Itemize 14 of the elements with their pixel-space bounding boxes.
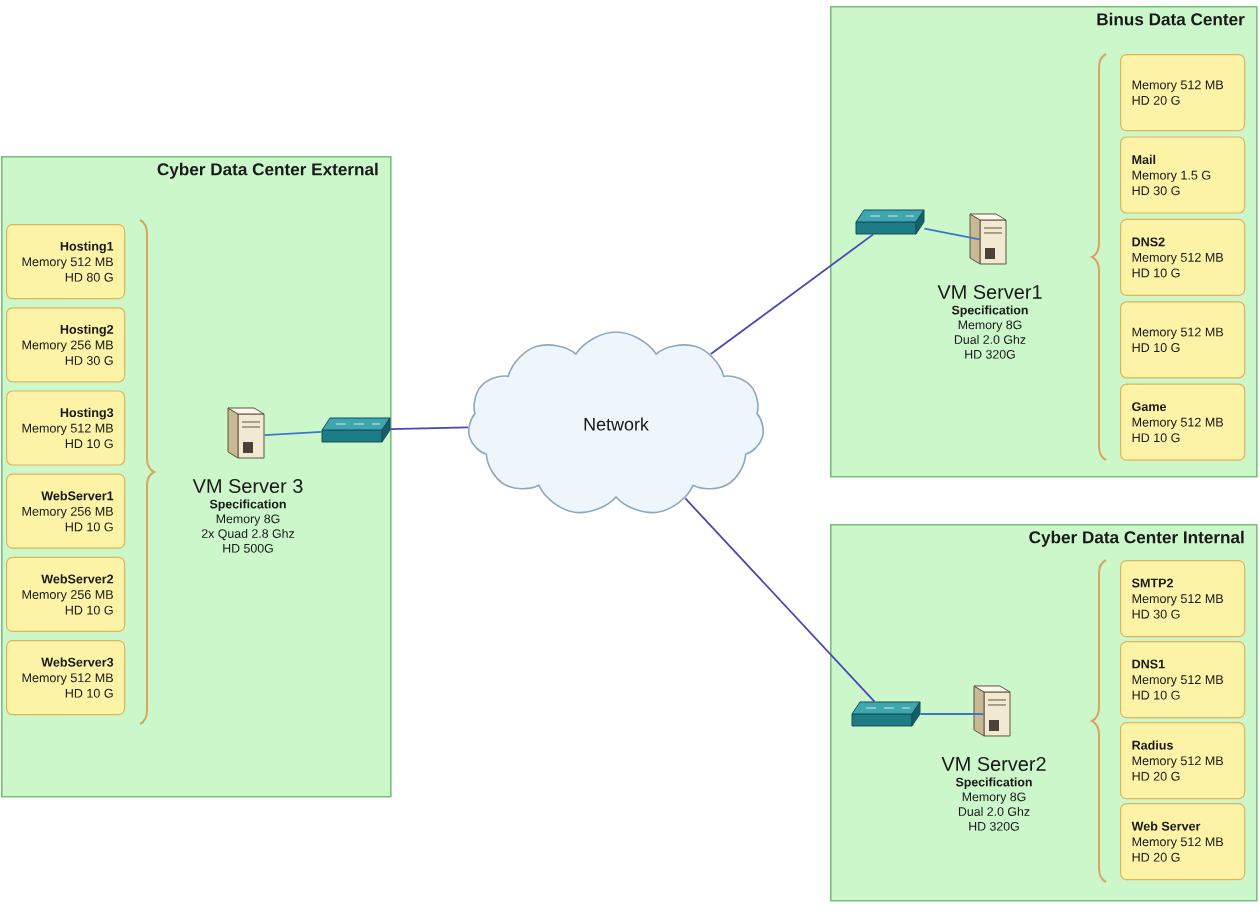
server-name: VM Server 3 <box>192 478 303 494</box>
server-icon <box>227 407 265 459</box>
switch-icon <box>321 417 391 443</box>
connector-line <box>709 233 875 355</box>
connector-line <box>923 227 981 241</box>
connector-line <box>389 426 469 431</box>
connector-line <box>919 713 985 715</box>
cloud: Network <box>468 331 764 514</box>
switch-icon <box>851 701 921 727</box>
server-name: VM Server2 <box>941 756 1046 772</box>
server-icon <box>973 685 1011 737</box>
server-name: VM Server1 <box>937 284 1042 300</box>
server-icon <box>969 213 1007 265</box>
switch-icon <box>855 209 925 235</box>
